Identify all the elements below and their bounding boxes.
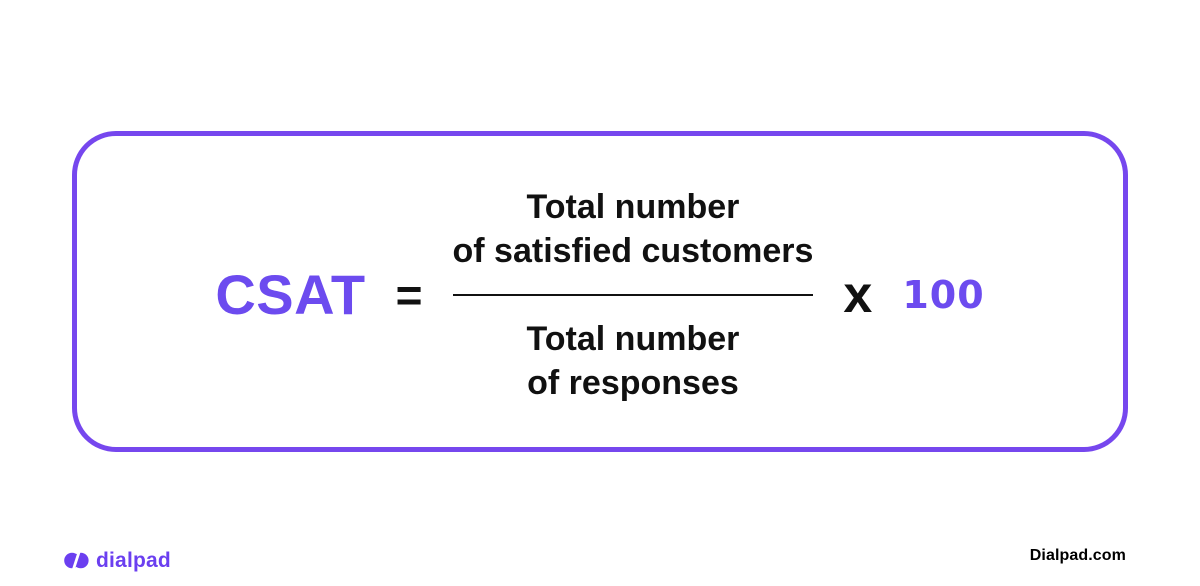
numerator-line-2: of satisfied customers [452, 231, 814, 270]
fraction-divider [452, 293, 814, 296]
equals-sign: = [395, 268, 423, 321]
fraction: Total number of satisfied customers Tota… [452, 185, 814, 405]
numerator-line-1: Total number [526, 187, 740, 226]
multiplication-sign: x [843, 265, 873, 324]
brand-logo: dialpad [64, 550, 171, 571]
dialpad-logo-icon [64, 552, 89, 569]
brand-wordmark: dialpad [96, 549, 171, 572]
denominator-line-2: of responses [527, 363, 739, 402]
denominator-line-1: Total number [526, 319, 740, 358]
multiplier-value: 100 [902, 272, 985, 317]
metric-label: CSAT [215, 262, 366, 326]
formula-card: CSAT = Total number of satisfied custome… [72, 131, 1128, 452]
website-label: Dialpad.com [1029, 547, 1126, 564]
